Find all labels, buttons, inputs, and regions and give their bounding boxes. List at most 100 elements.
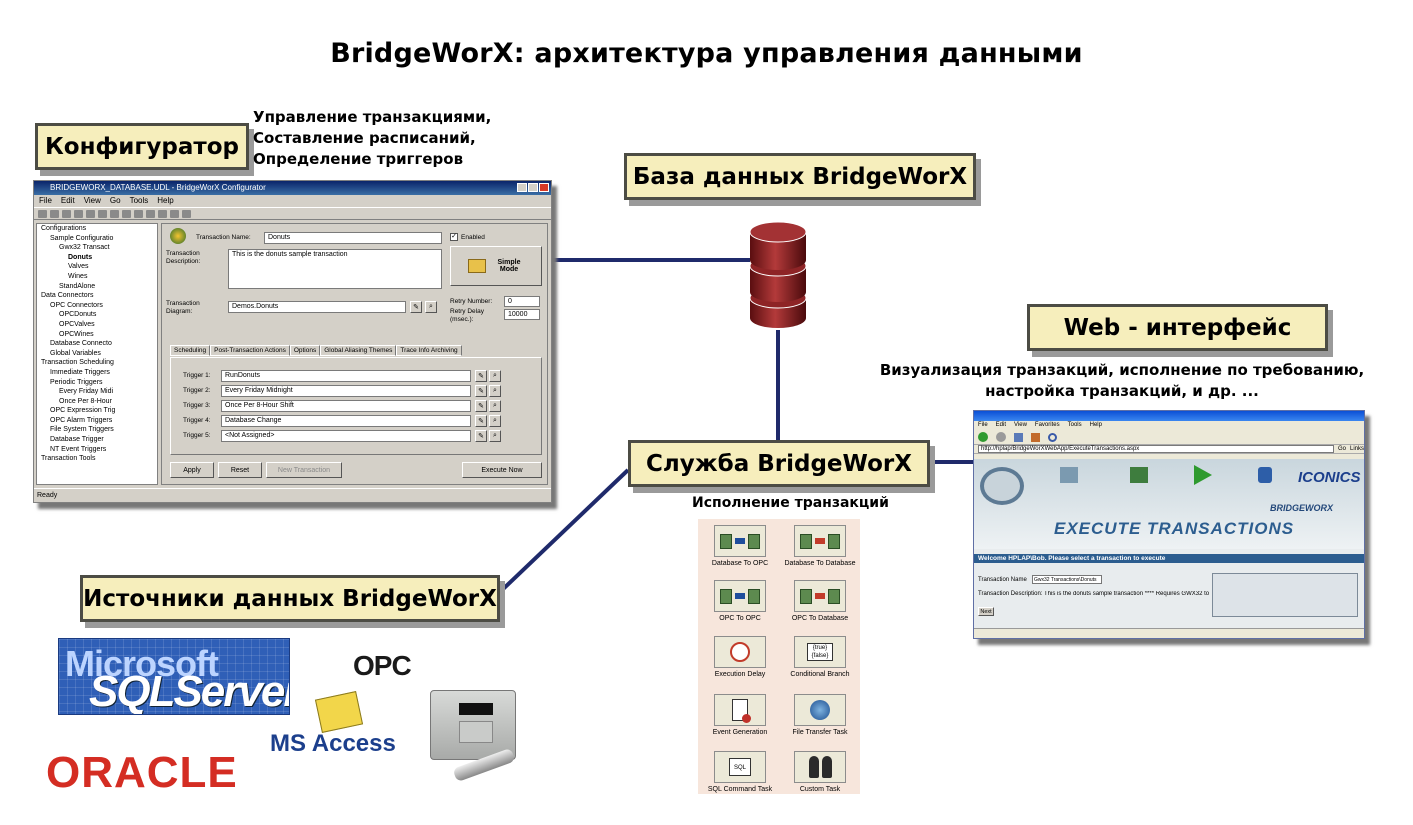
execute-now-button[interactable]: Execute Now [462,462,542,478]
browser-menu-tools[interactable]: Tools [1067,422,1082,428]
tree-item[interactable]: Gwx32 Transact [59,244,110,252]
tree-item[interactable]: Data Connectors [41,292,94,300]
tree-item[interactable]: Transaction Scheduling [41,359,114,367]
palette-item-execution-delay[interactable]: Execution Delay [700,636,780,678]
trigger-edit-button[interactable]: ✎ [475,430,487,442]
tree-item[interactable]: Valves [68,263,89,271]
back-icon[interactable] [62,210,71,218]
forward-icon[interactable] [74,210,83,218]
trigger-browse-button[interactable]: ⌕ [489,430,501,442]
menu-go[interactable]: Go [109,196,121,205]
trigger-select[interactable]: Database Change [221,415,471,427]
new-icon[interactable] [38,210,47,218]
diagram-select[interactable]: Demos.Donuts [228,301,406,313]
palette-item-opc-to-database[interactable]: OPC To Database [780,580,860,622]
menu-help[interactable]: Help [157,196,174,205]
enabled-checkbox[interactable]: ✓ [450,233,458,241]
tree-item[interactable]: OPCDonuts [59,311,97,319]
tree-item[interactable]: OPCValves [59,320,95,328]
tree-item[interactable]: Database Connecto [50,340,112,348]
delete-icon[interactable] [134,210,143,218]
cut-icon[interactable] [98,210,107,218]
tree-item[interactable]: Donuts [68,253,93,261]
trigger-browse-button[interactable]: ⌕ [489,370,501,382]
up-icon[interactable] [86,210,95,218]
home-icon[interactable] [1031,432,1040,442]
tree-item[interactable]: OPC Expression Trig [50,407,116,415]
palette-item-custom-task[interactable]: Custom Task [780,751,860,793]
simple-mode-button[interactable]: Simple Mode [450,246,542,286]
play-icon[interactable] [1194,465,1212,485]
retry-delay-input[interactable]: 10000 [504,309,540,320]
next-button[interactable]: Next [978,607,994,616]
palette-item-database-to-database[interactable]: Database To Database [780,525,860,567]
browser-menu-favorites[interactable]: Favorites [1034,422,1060,428]
tree-item[interactable]: StandAlone [59,282,96,290]
tree-item[interactable]: Database Trigger [50,436,104,444]
trigger-select[interactable]: <Not Assigned> [221,430,471,442]
transaction-name-input[interactable]: Donuts [264,232,442,244]
trigger-select[interactable]: RunDonuts [221,370,471,382]
tree-item[interactable]: NT Event Triggers [50,445,107,453]
tab-post-transaction[interactable]: Post-Transaction Actions [210,345,290,356]
reset-button[interactable]: Reset [218,462,262,478]
tree-item[interactable]: Configurations [41,225,87,232]
nav-icon-1[interactable] [1060,467,1078,483]
properties-icon[interactable] [170,210,179,218]
nav-icon-2[interactable] [1130,467,1148,483]
palette-item-conditional-branch[interactable]: {true}{false}Conditional Branch [780,636,860,678]
minimize-button[interactable] [517,183,527,192]
close-button[interactable] [539,183,549,192]
trigger-browse-button[interactable]: ⌕ [489,400,501,412]
trigger-select[interactable]: Every Friday Midnight [221,385,471,397]
tree-item[interactable]: OPCWines [59,330,94,338]
tree-item[interactable]: Transaction Tools [41,455,96,463]
browser-menu-view[interactable]: View [1014,422,1027,428]
menu-file[interactable]: File [39,196,52,205]
tree-item[interactable]: Global Variables [50,349,101,357]
retry-number-input[interactable]: 0 [504,296,540,307]
trigger-edit-button[interactable]: ✎ [475,385,487,397]
tree-item[interactable]: File System Triggers [50,426,114,434]
forward-icon[interactable] [996,432,1006,442]
menu-tools[interactable]: Tools [129,196,149,205]
trigger-edit-button[interactable]: ✎ [475,400,487,412]
trigger-select[interactable]: Once Per 8-Hour Shift [221,400,471,412]
trigger-browse-button[interactable]: ⌕ [489,385,501,397]
tab-options[interactable]: Options [289,345,321,356]
tree-item[interactable]: Immediate Triggers [50,368,110,376]
description-input[interactable]: This is the donuts sample transaction [228,249,442,289]
new-transaction-button[interactable]: New Transaction [266,462,342,478]
chart-icon[interactable] [158,210,167,218]
palette-item-database-to-opc[interactable]: Database To OPC [700,525,780,567]
tree-item[interactable]: OPC Alarm Triggers [50,416,113,424]
transaction-select[interactable]: Gwx32 Transactions\Donuts [1032,575,1102,584]
palette-item-file-transfer-task[interactable]: File Transfer Task [780,694,860,736]
go-button[interactable]: Go [1337,446,1346,452]
trigger-browse-button[interactable]: ⌕ [489,415,501,427]
tree-item[interactable]: Periodic Triggers [50,378,103,386]
browser-menu-help[interactable]: Help [1089,422,1102,428]
back-icon[interactable] [978,432,988,442]
paste-icon[interactable] [122,210,131,218]
menu-view[interactable]: View [83,196,101,205]
view-icon[interactable] [146,210,155,218]
refresh-icon[interactable] [1014,432,1023,442]
trigger-edit-button[interactable]: ✎ [475,370,487,382]
open-icon[interactable] [50,210,59,218]
search-icon[interactable] [1048,432,1057,442]
browser-menu-file[interactable]: File [978,422,988,428]
address-input[interactable]: http://hplap/BridgeWorXWebApp/ExecuteTra… [978,445,1334,453]
diagram-browse-button[interactable]: ⌕ [425,301,437,313]
tree-item[interactable]: OPC Connectors [50,301,103,309]
tree-item[interactable]: Once Per 8-Hour [59,397,112,405]
browser-menu-edit[interactable]: Edit [995,422,1007,428]
copy-icon[interactable] [110,210,119,218]
apply-button[interactable]: Apply [170,462,214,478]
palette-item-event-generation[interactable]: Event Generation [700,694,780,736]
tab-scheduling[interactable]: Scheduling [170,345,211,356]
tab-global-aliasing[interactable]: Global Aliasing Themes [320,345,397,356]
tab-trace-info[interactable]: Trace Info Archiving [396,345,462,356]
menu-edit[interactable]: Edit [60,196,75,205]
